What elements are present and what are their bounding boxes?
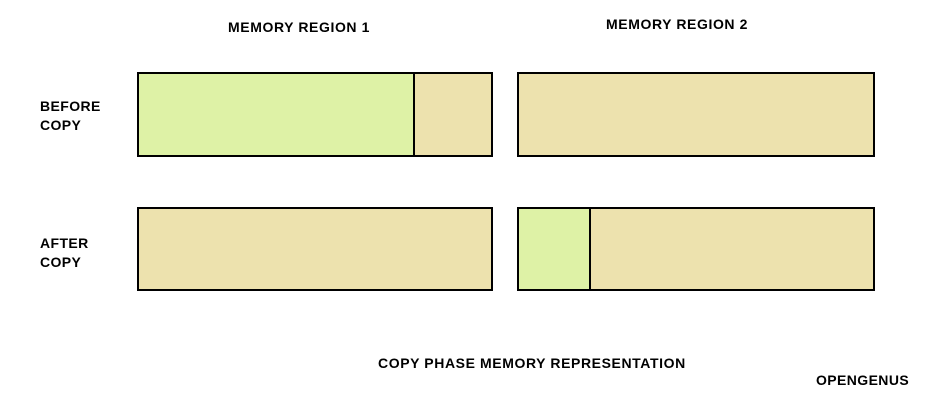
row-label-before-line2: COPY <box>40 117 82 133</box>
opengenus-watermark: OPENGENUS <box>816 372 910 388</box>
memory-segment-free-space <box>414 74 491 155</box>
column-header-memory-region-2: MEMORY REGION 2 <box>606 16 749 32</box>
row-label-before-copy: BEFORE COPY <box>40 97 101 135</box>
row-label-after-line2: COPY <box>40 254 82 270</box>
memory-segment-free-space <box>519 74 873 155</box>
memory-segment-free-space <box>139 209 491 289</box>
row-label-after-copy: AFTER COPY <box>40 234 89 272</box>
row-label-before-line1: BEFORE <box>40 98 101 114</box>
diagram-caption: COPY PHASE MEMORY REPRESENTATION <box>378 355 686 371</box>
memory-bar-before-region1 <box>137 72 493 157</box>
memory-segment-live-data <box>519 209 591 289</box>
row-label-after-line1: AFTER <box>40 235 89 251</box>
memory-bar-after-region2 <box>517 207 875 291</box>
memory-segment-live-data <box>139 74 415 155</box>
memory-bar-after-region1 <box>137 207 493 291</box>
memory-segment-free-space <box>590 209 873 289</box>
memory-bar-before-region2 <box>517 72 875 157</box>
column-header-memory-region-1: MEMORY REGION 1 <box>228 19 371 35</box>
